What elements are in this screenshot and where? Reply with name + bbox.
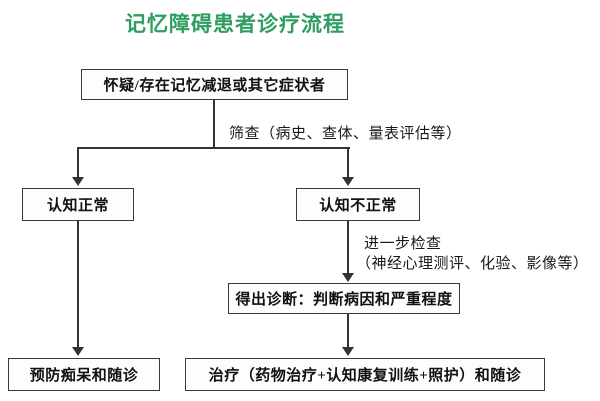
connector-diagnosis-to-treatment (347, 314, 349, 349)
edge-label-further-exam-line1: 进一步检查 (364, 236, 442, 252)
arrowhead-to-prevent (72, 347, 84, 356)
connector-branch-right (347, 147, 349, 179)
connector-abnormal-to-diagnosis (347, 221, 349, 275)
edge-label-further-exam: 进一步检查 （神经心理测评、化验、影像等） (356, 234, 589, 274)
arrowhead-to-treatment (342, 347, 354, 356)
connector-split-bar (78, 147, 350, 149)
node-treatment: 治疗（药物治疗+认知康复训练+照护）和随诊 (185, 358, 545, 391)
arrowhead-to-diagnosis (342, 273, 354, 282)
page-title: 记忆障碍患者诊疗流程 (125, 12, 345, 36)
arrowhead-to-cognition-normal (72, 177, 84, 186)
node-cognition-abnormal: 认知不正常 (296, 188, 420, 221)
node-prevent-dementia: 预防痴呆和随诊 (8, 358, 160, 391)
connector-suspect-trunk (213, 100, 215, 148)
node-suspect: 怀疑/存在记忆减退或其它症状者 (81, 69, 348, 100)
connector-normal-to-prevent (77, 221, 79, 349)
arrowhead-to-cognition-abnormal (342, 177, 354, 186)
edge-label-further-exam-line2: （神经心理测评、化验、影像等） (356, 256, 589, 272)
connector-branch-left (77, 147, 79, 179)
edge-label-screening: 筛查（病史、查体、量表评估等） (229, 126, 462, 142)
node-diagnosis: 得出诊断：判断病因和严重程度 (228, 283, 460, 314)
node-cognition-normal: 认知正常 (22, 188, 134, 221)
